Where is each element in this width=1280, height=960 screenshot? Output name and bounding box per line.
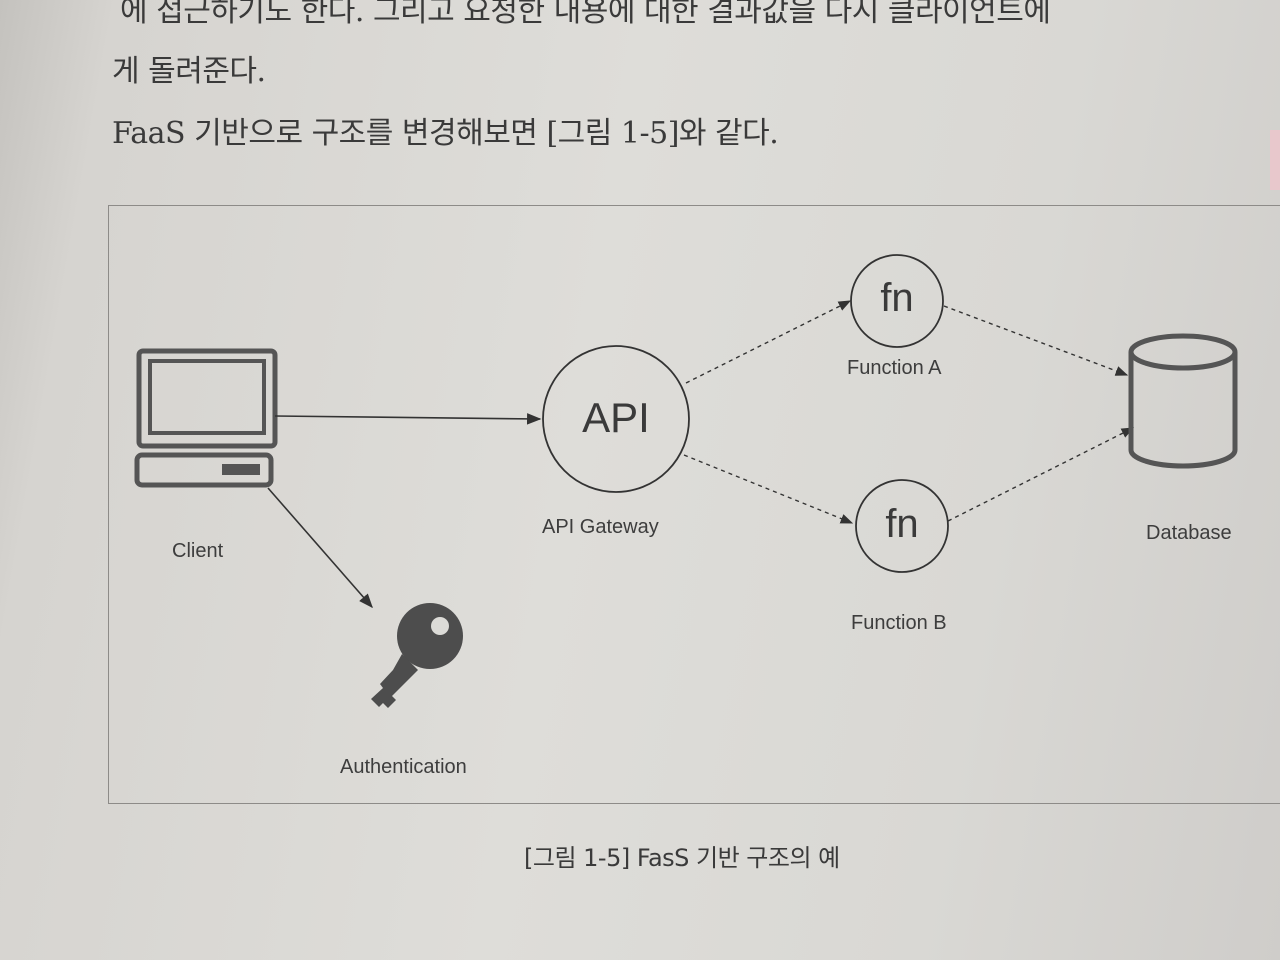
authentication-label: Authentication bbox=[340, 756, 467, 778]
api-symbol: API bbox=[582, 394, 650, 441]
fn-a-to-db-arrow bbox=[943, 305, 1129, 376]
api-to-fn-b-arrow bbox=[683, 454, 854, 524]
figure-frame bbox=[108, 205, 1280, 804]
computer-icon bbox=[134, 348, 278, 488]
fn-b-to-db-arrow bbox=[947, 427, 1135, 522]
function-b-circle bbox=[855, 479, 949, 573]
client-to-auth-arrow bbox=[267, 487, 373, 609]
body-text-line-2: 게 돌려준다. bbox=[112, 54, 266, 89]
body-text-line-3: FaaS 기반으로 구조를 변경해보면 [그림 1-5]와 같다. bbox=[112, 116, 779, 151]
client-label: Client bbox=[172, 540, 224, 562]
database-icon bbox=[1128, 333, 1238, 469]
api-gateway-circle bbox=[542, 345, 690, 493]
body-text-line-1: 에 접근하기도 한다. 그리고 요청한 내용에 대한 결과값을 다시 클라이언트… bbox=[120, 0, 1051, 29]
function-b-label: Function B bbox=[851, 612, 947, 634]
function-a-symbol: fn bbox=[880, 276, 914, 320]
api-gateway-label: API Gateway bbox=[542, 516, 659, 538]
key-icon bbox=[371, 603, 463, 708]
figure-caption: [그림 1-5] FasS 기반 구조의 예 bbox=[524, 844, 840, 872]
database-label: Database bbox=[1146, 522, 1232, 544]
function-a-label: Function A bbox=[847, 357, 942, 379]
page-edge-tab bbox=[1270, 130, 1280, 190]
api-to-fn-a-arrow bbox=[685, 300, 852, 384]
function-a-circle bbox=[850, 254, 944, 348]
client-to-api-arrow bbox=[274, 413, 542, 425]
function-b-symbol: fn bbox=[885, 502, 919, 546]
